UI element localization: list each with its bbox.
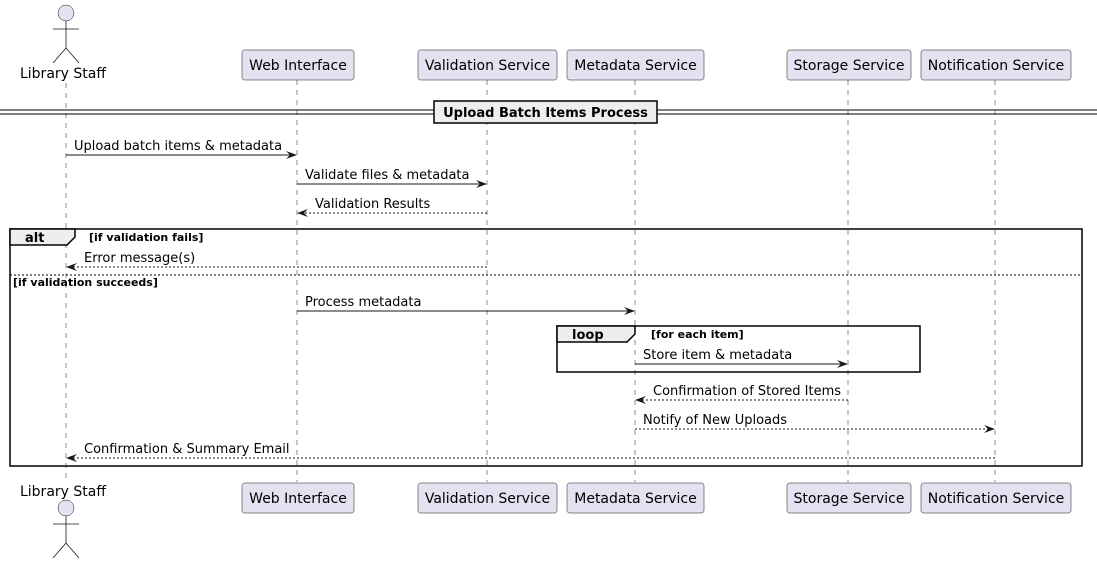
actor-body-icon xyxy=(52,21,80,64)
participant-web-interface-bottom: Web Interface xyxy=(241,482,355,514)
participant-metadata-service-bottom: Metadata Service xyxy=(566,482,705,514)
participant-label: Library Staff xyxy=(20,66,106,82)
participant-label: Web Interface xyxy=(249,58,347,74)
message: Process metadata xyxy=(297,295,635,315)
message-label: Process metadata xyxy=(305,295,421,310)
divider: Upload Batch Items Process xyxy=(0,100,1097,124)
message: Notify of New Uploads xyxy=(635,413,995,433)
message: Confirmation of Stored Items xyxy=(635,384,848,404)
participant-notification-service-bottom: Notification Service xyxy=(920,482,1072,514)
message-label: Validation Results xyxy=(315,197,430,212)
loop-guard: [for each item] xyxy=(651,328,744,341)
message-label: Validate files & metadata xyxy=(305,168,470,183)
message-label: Confirmation of Stored Items xyxy=(653,384,841,399)
message-label: Notify of New Uploads xyxy=(643,413,787,428)
participant-label: Storage Service xyxy=(794,491,905,507)
message: Confirmation & Summary Email xyxy=(66,442,995,462)
arrowhead-icon xyxy=(66,263,77,271)
participant-storage-service-top: Storage Service xyxy=(786,49,912,81)
participant-label: Validation Service xyxy=(425,58,550,74)
participant-label: Metadata Service xyxy=(574,58,697,74)
arrowhead-icon xyxy=(297,209,308,217)
actor-library-staff-bottom: Library Staff xyxy=(20,484,106,559)
participant-label: Library Staff xyxy=(20,484,106,500)
arrowhead-icon xyxy=(624,307,635,315)
participant-web-interface-top: Web Interface xyxy=(241,49,355,81)
message-label: Upload batch items & metadata xyxy=(74,139,282,154)
actor-body-icon xyxy=(52,516,80,559)
alt-label: alt xyxy=(25,231,44,246)
message-label: Error message(s) xyxy=(84,251,195,266)
arrowhead-icon xyxy=(635,396,646,404)
actor-head-icon xyxy=(57,4,75,22)
participant-storage-service-bottom: Storage Service xyxy=(786,482,912,514)
message: Validation Results xyxy=(297,197,487,217)
message: Store item & metadata xyxy=(635,348,848,368)
arrowhead-icon xyxy=(286,151,297,159)
loop-fragment: loop [for each item] xyxy=(556,325,921,373)
lifelines xyxy=(65,80,996,482)
participant-validation-service-bottom: Validation Service xyxy=(417,482,558,514)
participant-label: Notification Service xyxy=(928,491,1065,507)
participant-label: Storage Service xyxy=(794,58,905,74)
message: Validate files & metadata xyxy=(297,168,487,188)
message-label: Store item & metadata xyxy=(643,348,792,363)
participant-metadata-service-top: Metadata Service xyxy=(566,49,705,81)
participant-label: Web Interface xyxy=(249,491,347,507)
arrowhead-icon xyxy=(66,454,77,462)
arrowhead-icon xyxy=(476,180,487,188)
alt-guard: [if validation fails] xyxy=(89,231,203,244)
else-guard: [if validation succeeds] xyxy=(13,276,158,289)
divider-label: Upload Batch Items Process xyxy=(443,106,648,121)
loop-label: loop xyxy=(572,328,604,343)
arrowhead-icon xyxy=(837,360,848,368)
message-label: Confirmation & Summary Email xyxy=(84,442,290,457)
participant-label: Notification Service xyxy=(928,58,1065,74)
participant-validation-service-top: Validation Service xyxy=(417,49,558,81)
actor-head-icon xyxy=(57,499,75,517)
actor-library-staff-top: Library Staff xyxy=(20,4,106,82)
participant-label: Metadata Service xyxy=(574,491,697,507)
arrowhead-icon xyxy=(984,425,995,433)
alt-fragment: alt [if validation fails] [if validation… xyxy=(9,228,1083,467)
participant-label: Validation Service xyxy=(425,491,550,507)
message: Upload batch items & metadata xyxy=(66,139,297,159)
participant-notification-service-top: Notification Service xyxy=(920,49,1072,81)
message: Error message(s) xyxy=(66,251,487,271)
